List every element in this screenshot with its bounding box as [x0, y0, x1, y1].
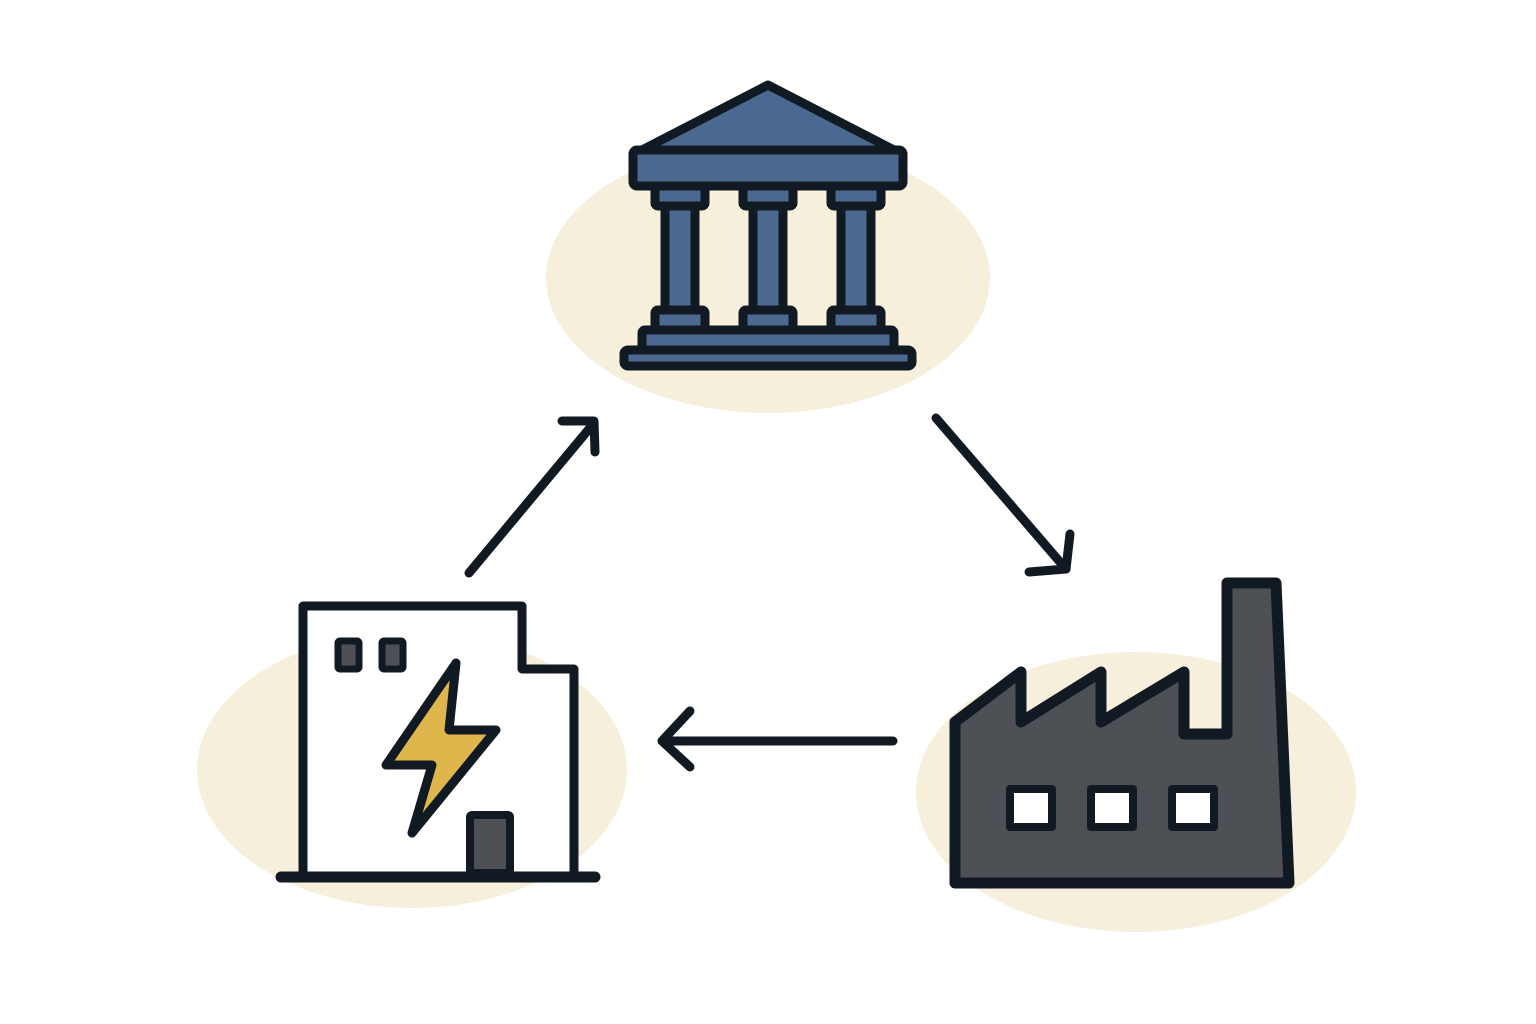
arrow-left-icon: [657, 706, 898, 772]
lightning-bolt-icon: [381, 658, 501, 838]
bank-icon: [619, 80, 917, 371]
plant-window: [334, 637, 363, 673]
factory-window: [1168, 785, 1218, 831]
arrow-down-right-icon: [931, 413, 1075, 577]
factory-icon: [949, 577, 1295, 889]
plant-window: [378, 637, 407, 673]
factory-window: [1006, 785, 1056, 831]
plant-door: [466, 811, 514, 877]
arrow-up-right-icon: [464, 416, 600, 578]
factory-window: [1087, 785, 1137, 831]
power-plant-icon: [275, 601, 601, 883]
